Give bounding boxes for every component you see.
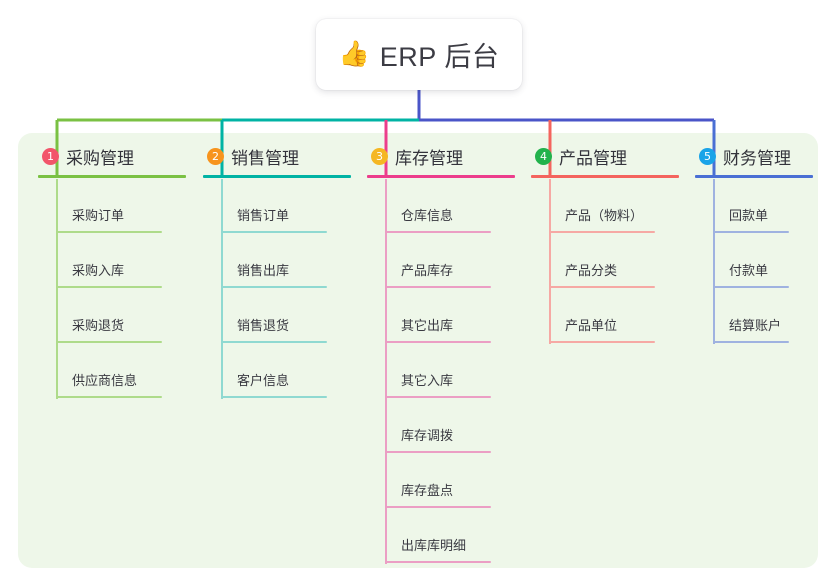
leaf-item[interactable]: 其它入库	[367, 343, 515, 398]
branch-title-5: 财务管理	[723, 148, 791, 168]
leaf-label: 销售出库	[237, 263, 290, 278]
leaf-label: 回款单	[729, 208, 769, 223]
branch-column-4: 4 产品管理产品（物料） 产品分类产品单位	[531, 143, 679, 343]
leaf-item[interactable]: 销售出库	[203, 233, 351, 288]
branch-column-3: 3 库存管理仓库信息产品库存其它出库其它入库库存调拨库存盘点出库库明细	[367, 143, 515, 563]
branch-rule-5	[695, 175, 813, 178]
leaf-item[interactable]: 仓库信息	[367, 178, 515, 233]
leaf-rule	[56, 231, 162, 233]
leaf-rule	[221, 231, 327, 233]
branch-header-2[interactable]: 2 销售管理	[203, 143, 351, 169]
branch-title-2: 销售管理	[231, 148, 299, 168]
leaf-rule	[385, 286, 491, 288]
leaf-rule	[549, 341, 655, 343]
branch-header-4[interactable]: 4 产品管理	[531, 143, 679, 169]
leaf-rule	[549, 286, 655, 288]
leaf-item[interactable]: 回款单	[695, 178, 813, 233]
leaf-label: 产品单位	[565, 318, 618, 333]
branch-rule-3	[367, 175, 515, 178]
leaf-item[interactable]: 出库库明细	[367, 508, 515, 563]
branch-header-5[interactable]: 5 财务管理	[695, 143, 813, 169]
branch-title-1: 采购管理	[66, 148, 134, 168]
diagram-background-panel	[18, 133, 818, 568]
leaf-rule	[385, 341, 491, 343]
leaf-label: 采购退货	[72, 318, 125, 333]
leaf-rule	[221, 341, 327, 343]
leaf-rule	[221, 286, 327, 288]
leaf-item[interactable]: 供应商信息	[38, 343, 186, 398]
leaf-label: 其它出库	[401, 318, 454, 333]
leaf-rule	[713, 286, 789, 288]
leaf-rule	[56, 286, 162, 288]
branch-column-1: 1 采购管理采购订单采购入库采购退货供应商信息	[38, 143, 186, 398]
leaf-rule	[385, 231, 491, 233]
leaf-rule	[56, 396, 162, 398]
leaf-item[interactable]: 采购退货	[38, 288, 186, 343]
leaf-rule	[56, 341, 162, 343]
branch-badge-4: 4	[535, 147, 552, 165]
leaf-label: 产品库存	[401, 263, 454, 278]
leaf-list-1: 采购订单采购入库采购退货供应商信息	[38, 178, 186, 398]
branch-badge-2: 2	[207, 147, 224, 165]
leaf-label: 采购入库	[72, 263, 125, 278]
leaf-label: 产品分类	[565, 263, 618, 278]
leaf-item[interactable]: 销售退货	[203, 288, 351, 343]
leaf-label: 供应商信息	[72, 373, 138, 388]
leaf-item[interactable]: 产品分类	[531, 233, 679, 288]
branch-rule-4	[531, 175, 679, 178]
leaf-rule	[385, 506, 491, 508]
branch-badge-5: 5	[699, 147, 716, 165]
leaf-label: 销售退货	[237, 318, 290, 333]
branch-column-2: 2 销售管理销售订单销售出库销售退货客户信息	[203, 143, 351, 398]
leaf-label: 其它入库	[401, 373, 454, 388]
leaf-item[interactable]: 结算账户	[695, 288, 813, 343]
leaf-label: 库存调拨	[401, 428, 454, 443]
leaf-item[interactable]: 产品库存	[367, 233, 515, 288]
leaf-label: 产品（物料）	[565, 208, 644, 223]
leaf-label: 销售订单	[237, 208, 290, 223]
leaf-label: 出库库明细	[401, 538, 467, 553]
leaf-list-2: 销售订单销售出库销售退货客户信息	[203, 178, 351, 398]
leaf-list-3: 仓库信息产品库存其它出库其它入库库存调拨库存盘点出库库明细	[367, 178, 515, 563]
branch-header-3[interactable]: 3 库存管理	[367, 143, 515, 169]
leaf-rule	[221, 396, 327, 398]
branch-title-3: 库存管理	[395, 148, 463, 168]
leaf-label: 仓库信息	[401, 208, 454, 223]
branch-title-4: 产品管理	[559, 148, 627, 168]
thumbs-up-icon: 👍	[338, 40, 370, 68]
leaf-item[interactable]: 销售订单	[203, 178, 351, 233]
leaf-rule	[713, 231, 789, 233]
branch-header-1[interactable]: 1 采购管理	[38, 143, 186, 169]
leaf-rule	[385, 396, 491, 398]
branch-badge-1: 1	[42, 147, 59, 165]
root-title: ERP 后台	[379, 42, 500, 72]
root-node[interactable]: 👍 ERP 后台	[316, 19, 522, 90]
leaf-item[interactable]: 产品（物料）	[531, 178, 679, 233]
leaf-rule	[385, 451, 491, 453]
leaf-rule	[385, 561, 491, 563]
leaf-label: 付款单	[729, 263, 769, 278]
leaf-item[interactable]: 其它出库	[367, 288, 515, 343]
branch-column-5: 5 财务管理回款单付款单结算账户	[695, 143, 813, 343]
leaf-rule	[713, 341, 789, 343]
leaf-item[interactable]: 采购订单	[38, 178, 186, 233]
leaf-item[interactable]: 付款单	[695, 233, 813, 288]
leaf-item[interactable]: 库存调拨	[367, 398, 515, 453]
leaf-label: 客户信息	[237, 373, 290, 388]
leaf-label: 结算账户	[729, 318, 782, 333]
leaf-list-5: 回款单付款单结算账户	[695, 178, 813, 343]
branch-rule-2	[203, 175, 351, 178]
leaf-rule	[549, 231, 655, 233]
leaf-item[interactable]: 采购入库	[38, 233, 186, 288]
leaf-label: 采购订单	[72, 208, 125, 223]
leaf-list-4: 产品（物料） 产品分类产品单位	[531, 178, 679, 343]
leaf-item[interactable]: 产品单位	[531, 288, 679, 343]
leaf-item[interactable]: 客户信息	[203, 343, 351, 398]
leaf-item[interactable]: 库存盘点	[367, 453, 515, 508]
leaf-label: 库存盘点	[401, 483, 454, 498]
branch-badge-3: 3	[371, 147, 388, 165]
branch-rule-1	[38, 175, 186, 178]
